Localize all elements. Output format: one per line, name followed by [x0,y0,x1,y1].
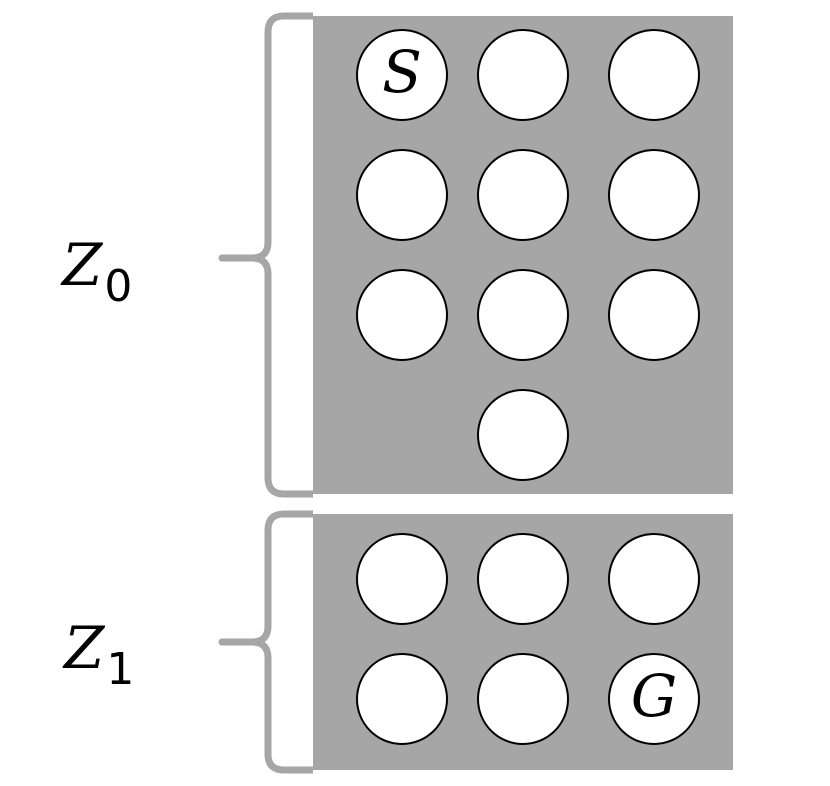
zone-z1: Z1 G [62,510,733,774]
node-circle [356,29,448,121]
zone-z1-node [477,653,569,745]
zone-z0-node [477,149,569,241]
node-circle [608,269,700,361]
zone-z0: Z0 S [60,12,733,498]
zone-z0-node [608,29,700,121]
zone-z0-node [608,269,700,361]
zone-z0-node [608,149,700,241]
node-circle [356,653,448,745]
zone-z1-node [608,533,700,625]
node-circle [477,149,569,241]
zone-z0-label: Z0 [60,231,132,312]
node-circle [356,149,448,241]
node-circle [477,533,569,625]
zone-z0-node [356,149,448,241]
zone-z0-node [356,269,448,361]
node-circle [608,653,700,745]
zone-z0-node [477,269,569,361]
zone-z1-node: G [608,653,700,745]
zone-z1-node [477,533,569,625]
node-letter: G [631,662,677,730]
node-circle [356,533,448,625]
zone-z0-nodes: S [356,29,700,481]
zone-z0-node [477,29,569,121]
node-circle [608,533,700,625]
node-circle [477,389,569,481]
node-circle [356,269,448,361]
zone-z1-brace [218,510,313,774]
node-circle [608,149,700,241]
zone-z0-node: S [356,29,448,121]
node-circle [477,653,569,745]
node-circle [477,29,569,121]
zone-z1-node [356,533,448,625]
zone-z0-node [477,389,569,481]
node-circle [608,29,700,121]
zone-z1-nodes: G [356,533,700,745]
zone-z1-label: Z1 [62,614,134,695]
node-circle [477,269,569,361]
zone-z1-node [356,653,448,745]
zone-z0-brace [218,12,313,498]
node-letter: S [382,38,422,106]
